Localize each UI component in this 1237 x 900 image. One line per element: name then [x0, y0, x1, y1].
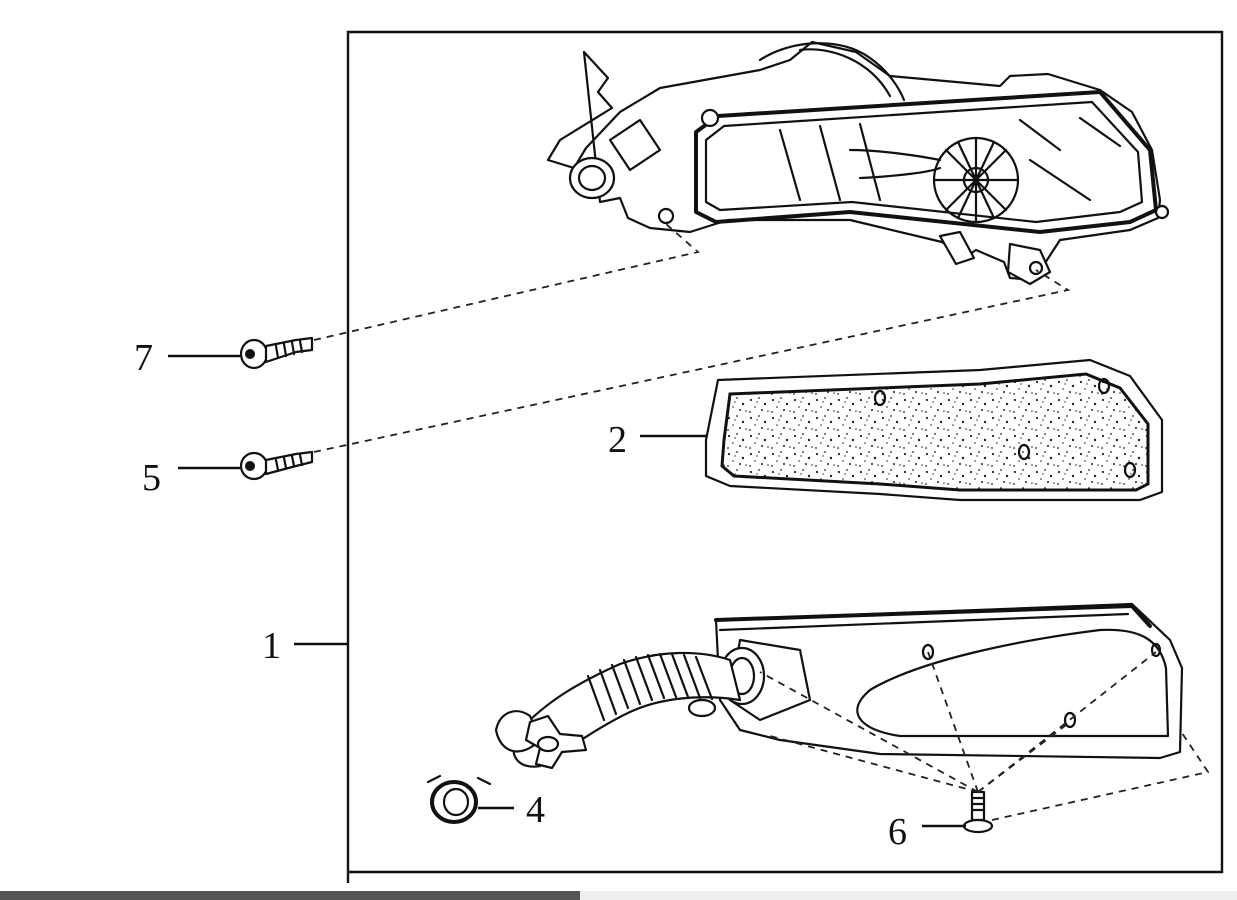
screw-5: [239, 450, 314, 481]
callout-6: 6: [888, 811, 907, 853]
callout-7: 7: [134, 337, 153, 379]
screw-6: [962, 790, 994, 834]
screw-7: [239, 336, 314, 370]
bottom-edge-strip: [0, 891, 580, 900]
callout-2: 2: [608, 419, 627, 461]
air-cleaner-upper-case: [546, 40, 1170, 286]
leader-lines: [168, 354, 966, 828]
callout-4: 4: [526, 789, 545, 831]
callout-1: 1: [262, 625, 281, 667]
hose-clamp: [426, 774, 492, 824]
air-cleaner-lower-case: [494, 602, 1184, 770]
filter-element: [704, 358, 1164, 502]
callout-5: 5: [142, 457, 161, 499]
bottom-edge-strip-light: [580, 891, 1237, 900]
assembly-frame: [346, 30, 1224, 883]
assembly-lines: [313, 223, 1210, 821]
